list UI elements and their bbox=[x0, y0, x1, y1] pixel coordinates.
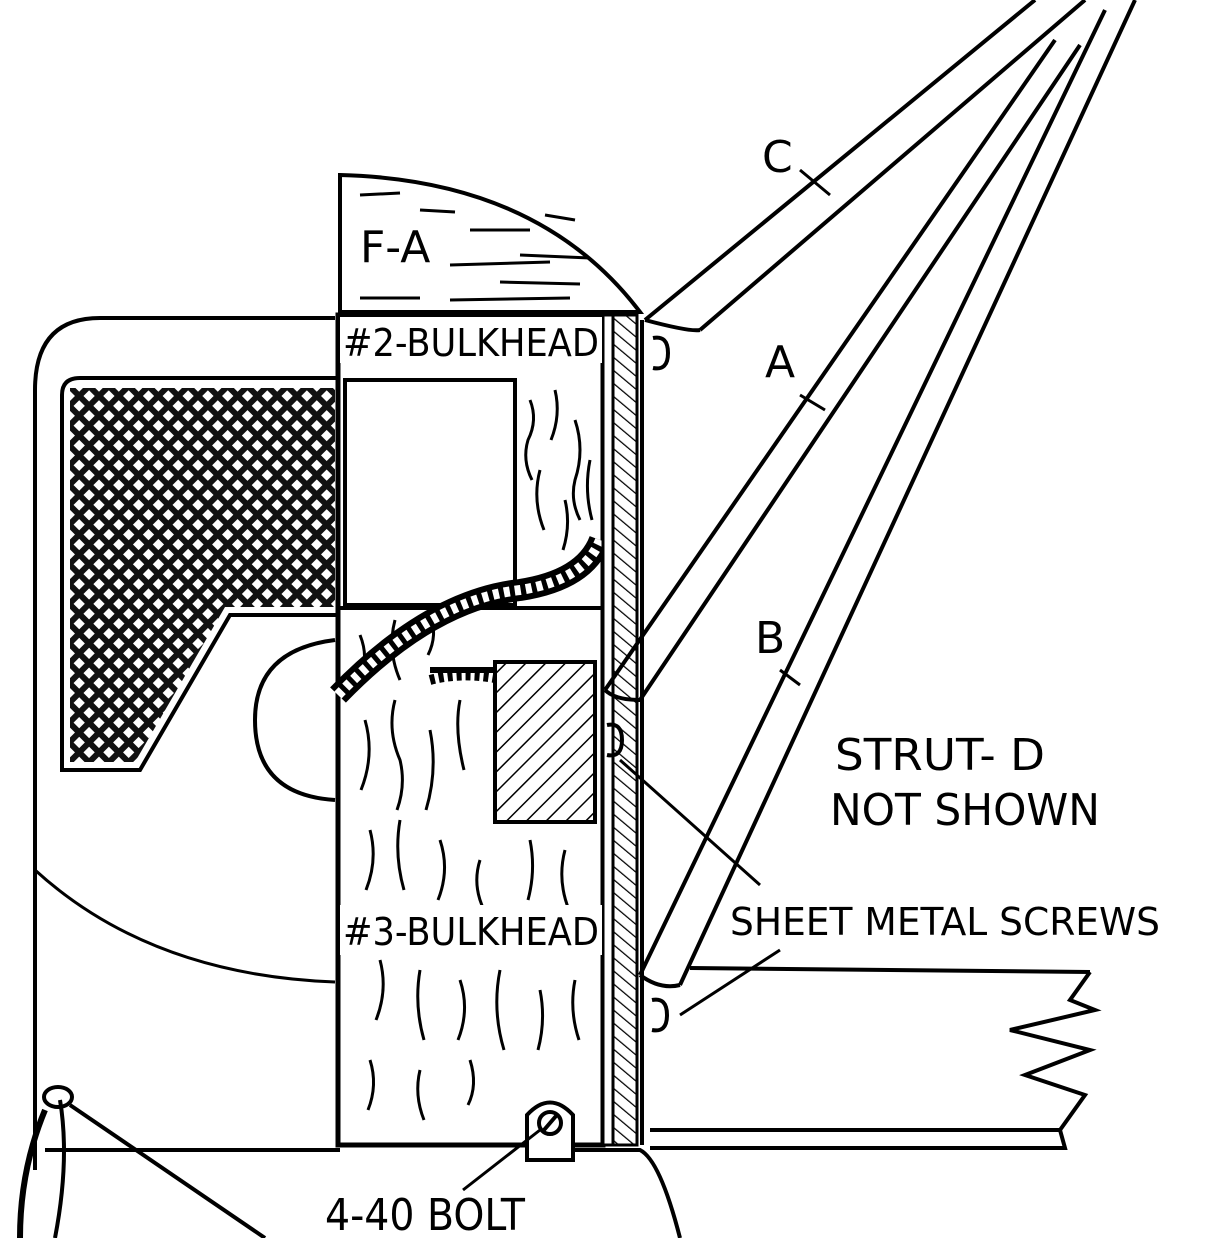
label-bulkhead-3: #3-BULKHEAD bbox=[343, 910, 599, 954]
label-strut-d-line1: STRUT- D bbox=[835, 730, 1045, 781]
struts bbox=[603, 0, 1137, 1033]
window-mesh bbox=[60, 376, 340, 802]
fuselage-outline bbox=[17, 316, 682, 1238]
label-strut-b: B bbox=[755, 613, 785, 664]
label-strut-c: C bbox=[762, 132, 793, 183]
label-fa: F-A bbox=[360, 222, 430, 273]
bulkhead-2-label-bg bbox=[340, 317, 602, 363]
bolt-bracket bbox=[525, 1100, 575, 1162]
wing-section bbox=[650, 966, 1102, 1150]
bulkhead-3-label-bg bbox=[340, 905, 602, 955]
label-bulkhead-2: #2-BULKHEAD bbox=[343, 321, 599, 365]
label-sheet-metal-screws: SHEET METAL SCREWS bbox=[730, 900, 1160, 944]
label-strut-a: A bbox=[765, 337, 795, 388]
fa-block bbox=[338, 172, 645, 314]
label-strut-d-line2: NOT SHOWN bbox=[830, 785, 1100, 836]
leader-lines bbox=[462, 758, 781, 1192]
label-4-40-bolt: 4-40 BOLT bbox=[325, 1190, 525, 1238]
bulkhead-panel bbox=[330, 312, 644, 1148]
